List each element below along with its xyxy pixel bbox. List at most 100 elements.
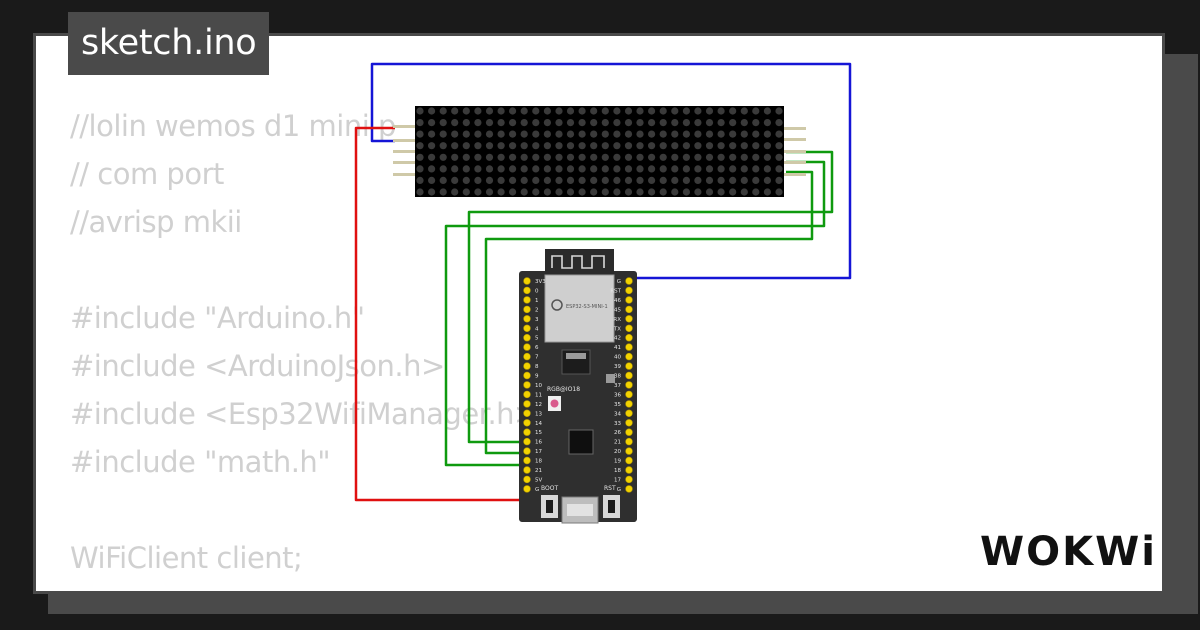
header-pin[interactable]	[523, 296, 531, 304]
pin-label: 40	[614, 355, 621, 361]
header-pin[interactable]	[523, 334, 531, 342]
matrix-led	[717, 130, 725, 138]
matrix-led	[508, 188, 517, 196]
header-pin[interactable]	[625, 485, 633, 493]
pin-label: 38	[614, 374, 621, 380]
header-pin[interactable]	[625, 334, 633, 342]
wire-blue[interactable]	[370, 62, 852, 280]
pin-label: RX	[613, 317, 621, 323]
header-pin[interactable]	[625, 428, 633, 436]
header-pin[interactable]	[625, 277, 633, 285]
led-matrix[interactable]	[393, 106, 806, 197]
header-pin[interactable]	[625, 437, 633, 446]
matrix-led	[439, 130, 447, 138]
header-pin[interactable]	[625, 315, 633, 323]
header-pin[interactable]	[523, 324, 531, 332]
matrix-led	[439, 153, 447, 161]
header-pin[interactable]	[523, 475, 531, 484]
matrix-led	[601, 107, 609, 115]
header-pin[interactable]	[523, 352, 531, 361]
header-pin[interactable]	[625, 466, 633, 474]
matrix-led	[508, 176, 517, 184]
matrix-led	[543, 165, 552, 173]
header-pin[interactable]	[523, 277, 531, 285]
matrix-led	[659, 119, 667, 127]
pin-label: 6	[535, 345, 539, 351]
matrix-led	[775, 165, 783, 173]
matrix-led	[682, 119, 691, 127]
header-pin[interactable]	[625, 362, 633, 370]
header-pin[interactable]	[523, 419, 531, 427]
header-pin[interactable]	[625, 390, 633, 399]
matrix-led	[451, 153, 459, 161]
pin-label: 15	[535, 430, 542, 436]
matrix-led	[648, 188, 656, 196]
matrix-led	[439, 165, 447, 173]
matrix-led	[532, 176, 540, 184]
header-pin[interactable]	[523, 428, 531, 436]
matrix-led	[590, 130, 598, 138]
header-pin[interactable]	[523, 305, 531, 314]
header-pin[interactable]	[523, 371, 531, 380]
header-pin[interactable]	[523, 409, 531, 417]
boot-label: BOOT	[541, 485, 558, 492]
header-pin[interactable]	[625, 409, 633, 417]
header-pin[interactable]	[523, 437, 531, 446]
pin-label: 14	[535, 421, 542, 427]
matrix-led	[474, 153, 482, 161]
header-pin[interactable]	[523, 286, 531, 295]
matrix-led	[555, 165, 563, 173]
wire-green[interactable]	[484, 170, 814, 455]
matrix-led	[566, 119, 575, 127]
code-line: WiFiClient client;	[70, 541, 303, 575]
header-pin[interactable]	[625, 400, 633, 408]
header-pin[interactable]	[625, 305, 633, 314]
matrix-led	[474, 130, 482, 138]
header-pin[interactable]	[625, 296, 633, 304]
header-pin[interactable]	[625, 343, 633, 351]
header-pin[interactable]	[625, 352, 633, 361]
header-pin[interactable]	[625, 324, 633, 332]
header-pin[interactable]	[625, 475, 633, 484]
header-pin[interactable]	[523, 362, 531, 370]
header-pin[interactable]	[523, 390, 531, 399]
module-label: ESP32-S3-MINI-1	[566, 304, 608, 310]
header-pin[interactable]	[625, 419, 633, 427]
matrix-led	[624, 165, 633, 173]
wire-green[interactable]	[467, 150, 834, 444]
matrix-led	[729, 153, 737, 161]
wire-green[interactable]	[444, 160, 826, 467]
matrix-led	[705, 142, 714, 150]
matrix-led	[474, 176, 482, 184]
header-pin[interactable]	[625, 447, 633, 455]
usb-chip	[568, 429, 594, 455]
header-pin[interactable]	[625, 456, 633, 465]
header-pin[interactable]	[523, 466, 531, 474]
matrix-led	[497, 119, 505, 127]
header-pin[interactable]	[523, 381, 531, 389]
header-pin[interactable]	[523, 456, 531, 465]
matrix-led	[485, 107, 494, 115]
header-pin[interactable]	[523, 315, 531, 323]
matrix-led	[740, 188, 748, 196]
header-pin[interactable]	[523, 485, 531, 493]
matrix-led	[648, 142, 656, 150]
header-pin[interactable]	[625, 286, 633, 295]
matrix-led	[752, 142, 760, 150]
matrix-led	[775, 142, 783, 150]
wire-red[interactable]	[354, 126, 526, 502]
matrix-led	[555, 176, 563, 184]
header-pin[interactable]	[523, 400, 531, 408]
esp32-board[interactable]: ESP32-S3-MINI-1 RGB@IO18 BOOT RST 3V3012…	[519, 249, 637, 524]
pin-label: 42	[614, 336, 621, 342]
header-pin[interactable]	[625, 371, 633, 380]
matrix-led	[775, 119, 783, 127]
header-pin[interactable]	[523, 343, 531, 351]
header-pin[interactable]	[523, 447, 531, 455]
matrix-led	[566, 176, 575, 184]
matrix-led	[763, 188, 772, 196]
header-pin[interactable]	[625, 381, 633, 389]
matrix-led	[624, 176, 633, 184]
right-pin-header: GRST4645RXTX4241403938373635343326212019…	[610, 277, 633, 493]
